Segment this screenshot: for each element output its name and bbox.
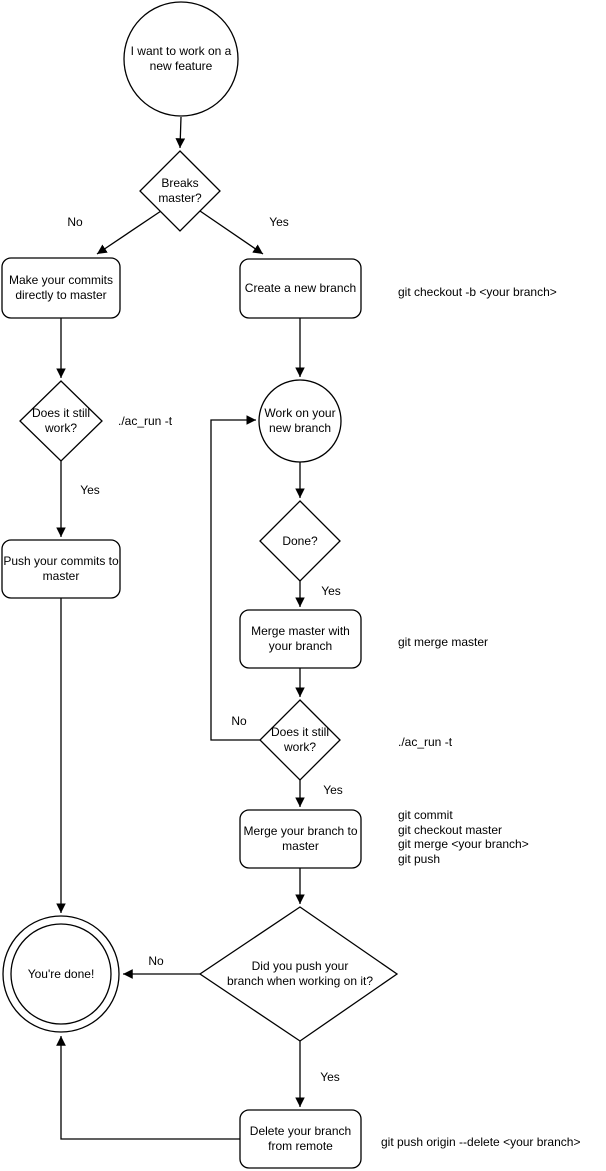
still-works-left-diamond-shape bbox=[19, 380, 103, 462]
flowchart-edges bbox=[56, 116, 305, 1140]
node-youre-done-label: You're done! bbox=[27, 966, 95, 981]
edge-label-did-push-yes: Yes bbox=[320, 1070, 340, 1084]
done-q-diamond-shape bbox=[259, 500, 341, 582]
edge-delete-to-done bbox=[56, 1036, 240, 1140]
edge-label-still-works-right-no: No bbox=[231, 714, 247, 728]
node-done-q-label: Done? bbox=[282, 533, 318, 548]
edge-label-still-works-right-yes: Yes bbox=[323, 783, 343, 797]
node-start-label: I want to work on a new feature bbox=[130, 44, 232, 73]
node-merge-branch-label: Merge your branch to master bbox=[243, 824, 358, 853]
node-push-commits-label: Push your commits to master bbox=[3, 554, 119, 583]
still-works-right-diamond-shape bbox=[259, 699, 341, 781]
delete-remote-box-shape bbox=[239, 1109, 362, 1169]
edge-breaks-master-no bbox=[96, 210, 162, 255]
node-breaks-master-label: Breaks master? bbox=[158, 176, 202, 205]
create-branch-box-shape bbox=[239, 258, 362, 319]
push-commits-box-shape bbox=[1, 539, 121, 599]
annotation-create-branch-cmd: git checkout -b <your branch> bbox=[398, 285, 557, 299]
edge-label-still-works-left-yes: Yes bbox=[80, 483, 100, 497]
did-push-diamond-shape bbox=[198, 906, 399, 1042]
make-commits-box-shape bbox=[1, 257, 121, 319]
edge-label-breaks-yes: Yes bbox=[269, 215, 289, 229]
edge-label-did-push-no: No bbox=[148, 954, 164, 968]
annotation-delete-remote-cmd: git push origin --delete <your branch> bbox=[381, 1135, 581, 1149]
edge-start-to-breaks-master bbox=[175, 116, 186, 149]
node-make-commits-label: Make your commits directly to master bbox=[8, 273, 114, 302]
start-circle-shape bbox=[123, 1, 239, 117]
node-still-works-right-label: Does it still work? bbox=[270, 725, 329, 754]
annotation-test-right-cmd: ./ac_run -t bbox=[398, 735, 453, 749]
node-work-branch-label: Work on your new branch bbox=[264, 406, 336, 435]
work-branch-circle-shape bbox=[258, 379, 342, 463]
edge-breaks-master-yes bbox=[199, 210, 264, 255]
merge-master-box-shape bbox=[239, 609, 362, 669]
merge-branch-box-shape bbox=[239, 809, 362, 869]
node-merge-master-label: Merge master with your branch bbox=[251, 624, 350, 653]
annotation-merge-branch-cmds: git commit git checkout master git merge… bbox=[398, 808, 529, 866]
edge-label-breaks-no: No bbox=[67, 215, 83, 229]
edge-label-done-yes: Yes bbox=[321, 584, 341, 598]
node-delete-remote-label: Delete your branch from remote bbox=[249, 1124, 352, 1153]
node-still-works-left-label: Does it still work? bbox=[31, 406, 90, 435]
edge-still-works-no-loop bbox=[210, 415, 260, 741]
node-create-branch-label: Create a new branch bbox=[244, 281, 357, 295]
annotation-merge-master-cmd: git merge master bbox=[398, 635, 489, 649]
flowchart-shapes bbox=[1, 1, 399, 1169]
youre-done-inner-circle-shape bbox=[10, 923, 112, 1025]
breaks-master-diamond-shape bbox=[139, 150, 221, 232]
node-did-push-label: Did you push your branch when working on… bbox=[226, 959, 374, 988]
annotation-test-left-cmd: ./ac_run -t bbox=[118, 414, 173, 428]
